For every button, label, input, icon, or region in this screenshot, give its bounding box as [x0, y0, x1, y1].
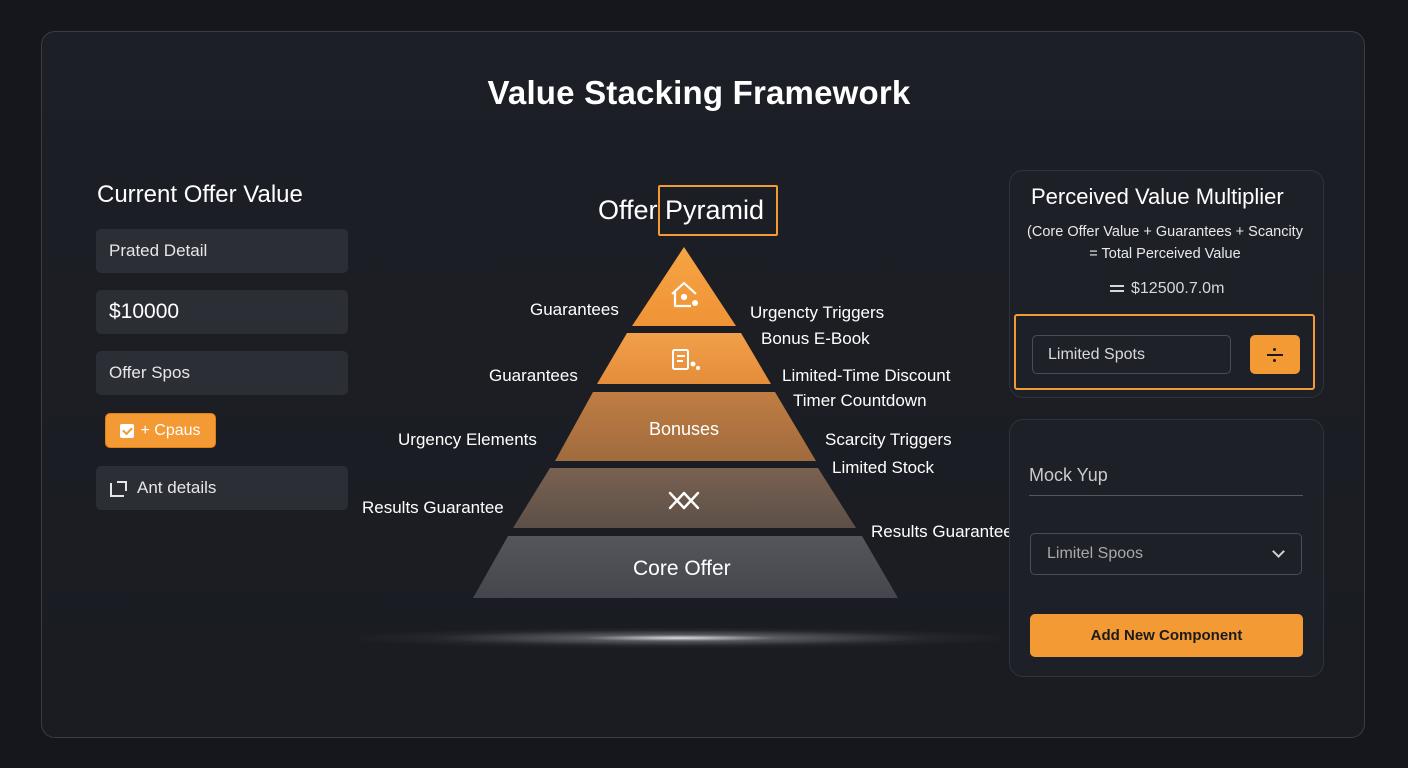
multiplier-input-highlight — [1014, 314, 1315, 390]
price-field[interactable]: $10000 — [96, 290, 348, 334]
left-label-results-guarantee: Results Guarantee — [362, 498, 504, 517]
prated-detail-field[interactable]: Prated Detail — [96, 229, 348, 273]
tier-bonuses-label: Bonuses — [649, 419, 720, 439]
add-details-label: Ant details — [137, 478, 217, 497]
limited-spots-input[interactable]: Limited Spots — [1032, 335, 1231, 374]
select-value: Limitel Spoos — [1047, 545, 1144, 562]
equals-icon — [1110, 284, 1124, 294]
add-new-component-button[interactable]: Add New Component — [1030, 614, 1303, 657]
right-label-bonus-ebook: Bonus E-Book — [761, 329, 870, 348]
house-icon — [671, 281, 698, 308]
divide-icon — [1267, 347, 1283, 362]
pyramid-tier-4[interactable] — [513, 468, 856, 528]
right-label-urgency-triggers: Urgencty Triggers — [750, 303, 885, 322]
left-label-urgency-elements: Urgency Elements — [398, 430, 537, 449]
pyramid-tier-1[interactable] — [632, 247, 736, 326]
offer-spos-field[interactable]: Offer Spos — [96, 351, 348, 395]
right-label-limited-time-discount: Limited-Time Discount — [782, 366, 951, 385]
left-label-guarantees-1: Guarantees — [530, 300, 619, 319]
pyramid-title-highlight — [658, 185, 778, 236]
add-details-button[interactable]: Ant details — [96, 466, 348, 510]
floor-glow — [360, 628, 1000, 648]
multiplier-title: Perceived Value Multiplier — [1031, 184, 1284, 209]
tier-core-offer-label: Core Offer — [633, 557, 731, 580]
current-offer-heading: Current Offer Value — [97, 181, 303, 208]
right-label-limited-stock: Limited Stock — [832, 458, 935, 477]
edit-check-icon — [120, 423, 135, 438]
mock-yup-field[interactable]: Mock Yup — [1029, 462, 1303, 496]
document-icon — [672, 349, 700, 370]
pyramid-title: Offer Pyramid — [598, 195, 765, 225]
page-title: Value Stacking Framework — [487, 74, 911, 111]
right-label-timer-countdown: Timer Countdown — [793, 391, 927, 410]
add-clause-button[interactable]: + Cpaus — [105, 413, 216, 448]
pyramid-tier-2[interactable] — [597, 333, 771, 384]
formula-line-1: (Core Offer Value + Guarantees + Scancit… — [1027, 224, 1303, 240]
limited-spots-select[interactable]: Limitel Spoos — [1030, 533, 1302, 575]
chevron-down-icon — [1272, 545, 1285, 558]
external-link-icon — [109, 479, 127, 497]
formula-line-2: = Total Perceived Value — [1089, 246, 1241, 262]
left-label-guarantees-2: Guarantees — [489, 366, 578, 385]
divide-button[interactable] — [1250, 335, 1300, 374]
right-label-scarcity-triggers: Scarcity Triggers — [825, 430, 952, 449]
multiplier-formula: (Core Offer Value + Guarantees + Scancit… — [1015, 221, 1315, 265]
pyramid-tier-5[interactable] — [473, 536, 898, 598]
add-clause-label: + Cpaus — [140, 421, 201, 439]
pyramid-tier-3[interactable] — [555, 392, 816, 461]
multiplier-value: $12500.7.0m — [1110, 280, 1224, 298]
right-label-results-guaranteee: Results Guaranteee — [871, 522, 1023, 541]
multiplier-value-text: $12500.7.0m — [1131, 280, 1225, 297]
x-mark-icon — [668, 491, 700, 510]
